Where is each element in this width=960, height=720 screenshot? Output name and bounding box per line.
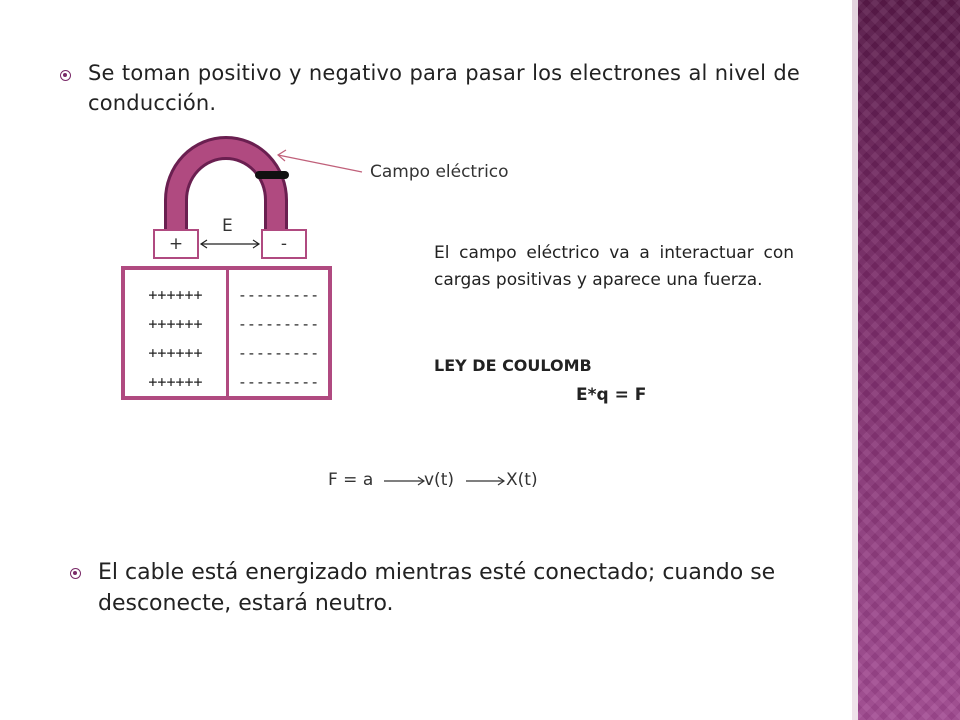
bullet-marker-icon: [70, 568, 81, 579]
explanation-paragraph: El campo eléctrico va a interactuar con …: [434, 243, 794, 290]
field-label: Campo eléctrico: [370, 162, 509, 182]
positive-charges-column: ++++++ ++++++ ++++++ ++++++: [125, 270, 226, 396]
equation-position: X(t): [506, 470, 538, 490]
law-title: LEY DE COULOMB: [434, 356, 592, 375]
negative-charge-row: ---------: [237, 373, 320, 391]
equation-velocity: v(t): [424, 470, 454, 490]
bullet-marker-icon: [60, 70, 71, 81]
field-pointer-line: [277, 154, 363, 173]
e-arrow-right-head: [252, 239, 261, 249]
bullet-text-2: El cable está energizado mientras esté c…: [98, 560, 776, 616]
negative-terminal: -: [261, 229, 307, 259]
negative-charge-row: ---------: [237, 344, 320, 362]
equation-arrow-2-head: [497, 476, 506, 486]
e-arrow-left-head: [199, 239, 208, 249]
positive-charge-row: ++++++: [148, 373, 203, 391]
equation-force: F = a: [328, 470, 374, 490]
negative-charge-row: ---------: [237, 286, 320, 304]
side-band-edge: [852, 0, 858, 720]
positive-terminal: +: [153, 229, 199, 259]
positive-charge-row: ++++++: [148, 286, 203, 304]
positive-charge-row: ++++++: [148, 315, 203, 333]
negative-charges-column: --------- --------- --------- ---------: [229, 270, 328, 396]
decorative-side-band: [858, 0, 960, 720]
law-formula: E*q = F: [576, 385, 647, 405]
bullet-text-1: Se toman positivo y negativo para pasar …: [88, 61, 800, 115]
positive-charge-row: ++++++: [148, 344, 203, 362]
field-pointer-head: [276, 149, 287, 162]
negative-charge-row: ---------: [237, 315, 320, 333]
charges-box: ++++++ ++++++ ++++++ ++++++ --------- --…: [121, 266, 332, 400]
e-label: E: [222, 216, 233, 236]
